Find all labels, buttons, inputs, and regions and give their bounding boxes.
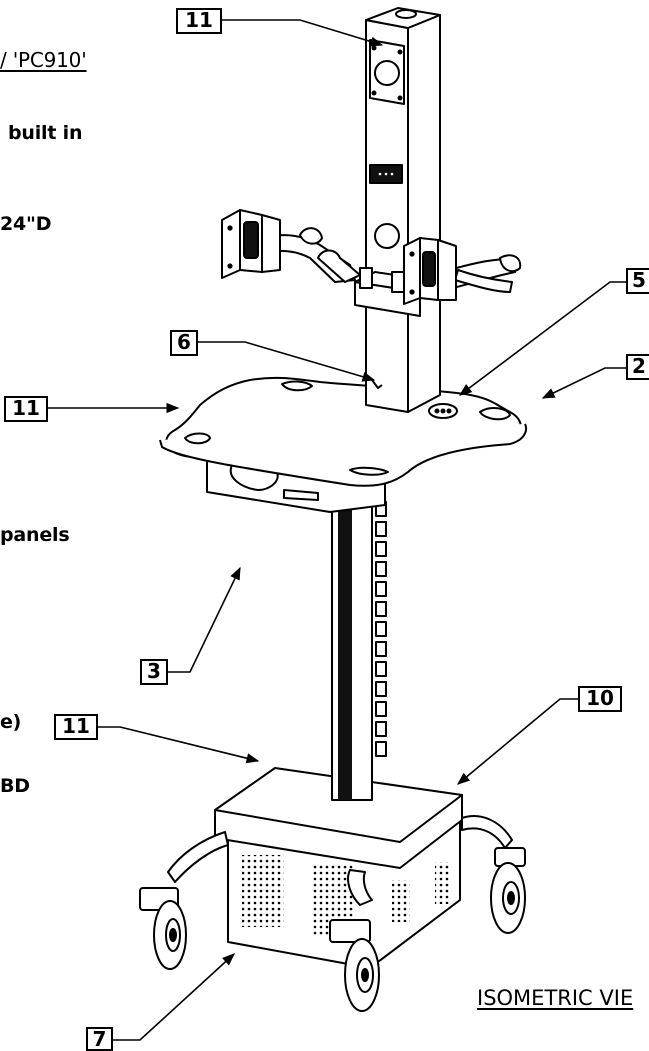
- leader-lines: [48, 19, 628, 1041]
- work-surface: [159, 376, 528, 487]
- height-column: [331, 499, 387, 801]
- callout-7: 7: [86, 1027, 113, 1051]
- callout-6: 6: [170, 330, 198, 356]
- callout-5: 5: [626, 268, 649, 294]
- partial-text-model: / 'PC910': [0, 48, 87, 72]
- callout-11-top: 11: [176, 8, 222, 34]
- callout-3: 3: [140, 659, 168, 685]
- partial-text-panels: panels: [0, 524, 70, 546]
- partial-text-e: e): [0, 711, 22, 733]
- caster-front-right: [329, 919, 380, 1012]
- partial-text-bd: BD: [0, 775, 30, 797]
- callout-10: 10: [578, 686, 622, 712]
- cable-end: [371, 379, 383, 389]
- callout-11-lower: 11: [54, 714, 98, 740]
- caster-front-left: [139, 887, 187, 970]
- callout-2: 2: [626, 354, 649, 380]
- vesa-plate-right: [403, 237, 457, 305]
- caster-rear-right: [490, 847, 526, 934]
- partial-text-built-in: built in: [8, 122, 83, 144]
- partial-text-depth: 24"D: [0, 213, 52, 235]
- upright-post: [365, 7, 441, 413]
- cart-base: [214, 767, 463, 969]
- callout-11-left: 11: [4, 396, 48, 422]
- vesa-plate-left: [221, 209, 281, 279]
- cart-legs: [167, 815, 513, 906]
- view-caption: ISOMETRIC VIE: [477, 986, 634, 1010]
